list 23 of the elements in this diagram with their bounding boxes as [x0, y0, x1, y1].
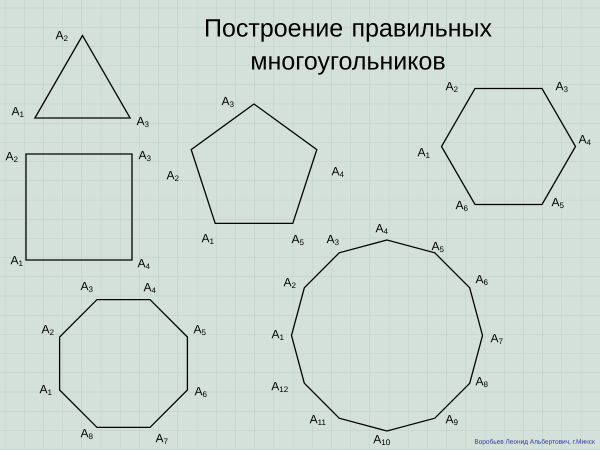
vertex-label: A$_{6}$	[456, 200, 468, 212]
vertex-label: A$_{3}$	[222, 96, 234, 108]
vertex-label: A$_{1}$	[10, 256, 23, 266]
vertex-label: A$_{9}$	[446, 414, 458, 426]
vertex-label: A$_{5}$	[292, 234, 304, 246]
octagon	[58, 298, 188, 428]
square	[25, 153, 133, 261]
vertex-label: A$_{5}$	[432, 242, 444, 252]
vertex-label: A$_{4}$	[332, 166, 344, 178]
vertex-label: A$_{2}$	[284, 278, 296, 288]
vertex-label: A$_{3}$	[138, 150, 151, 162]
vertex-label: A$_{2}$	[446, 82, 458, 92]
vertex-label: A$_{2}$	[56, 30, 68, 42]
vertex-label: A$_{3}$	[556, 82, 568, 92]
vertex-label: A$_{8}$	[476, 376, 488, 388]
vertex-label: A$_{6}$	[476, 274, 488, 286]
vertex-label: A$_{4}$	[138, 258, 150, 270]
vertex-label: A$_{5}$	[552, 198, 564, 208]
vertex-label: A$_{3}$	[326, 234, 339, 246]
title: Построение правильных многоугольников	[206, 19, 492, 75]
vertex-label: A$_{11}$	[310, 414, 326, 426]
vertex-label: A$_{3}$	[80, 282, 93, 292]
vertex-label: A$_{3}$	[136, 116, 149, 128]
